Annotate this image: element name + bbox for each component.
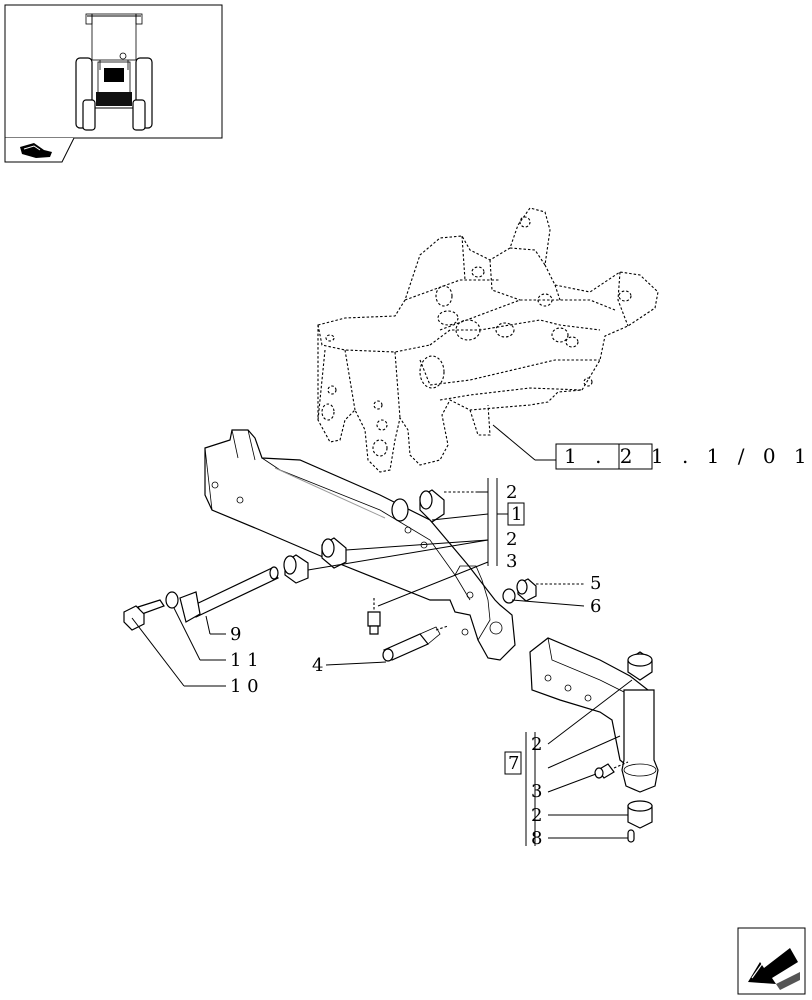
pivot-pin — [179, 566, 279, 623]
bushing-lower — [283, 554, 309, 584]
next-page-button[interactable] — [737, 927, 806, 995]
stud-pin — [382, 625, 449, 662]
washer-small — [502, 588, 516, 604]
callout-8: 8 — [531, 828, 542, 849]
tractor-front-view-icon — [75, 13, 153, 131]
washer — [165, 591, 179, 609]
callout-1: 1 — [511, 504, 522, 525]
callout-5: 5 — [590, 573, 601, 594]
next-page-arrow-icon — [748, 948, 800, 990]
callout-3-upper: 3 — [506, 551, 517, 572]
callout-10: 1 0 — [230, 676, 259, 697]
callout-9: 9 — [230, 624, 241, 645]
axle-support-casting — [317, 207, 659, 473]
bolt — [123, 599, 165, 631]
callout-2-bottom: 2 — [531, 805, 542, 826]
callout-7-box — [504, 751, 522, 775]
callout-7: 7 — [508, 753, 519, 774]
pivot-arm-assembly — [529, 637, 659, 843]
bushing-small — [516, 578, 537, 602]
front-support-bracket — [204, 429, 516, 661]
callout-4: 4 — [312, 655, 323, 676]
callout-2-upper: 2 — [506, 482, 517, 503]
callout-1-box — [507, 502, 525, 526]
callout-6: 6 — [590, 596, 601, 617]
callout-leaders — [131, 478, 633, 846]
callout-2-lower: 2 — [531, 734, 542, 755]
callout-3-lower: 3 — [531, 781, 542, 802]
reference-label: 1 . 2 1 . 1 / 0 1 — [564, 444, 812, 468]
callout-2-middle: 2 — [506, 529, 517, 550]
grease-fitting-upper — [367, 598, 381, 635]
callout-11: 1 1 — [230, 650, 259, 671]
section-tab — [4, 137, 75, 163]
tractor-thumbnail — [4, 4, 223, 139]
reference-callout: 1 . 2 1 . 1 / 0 1 — [492, 424, 812, 470]
bushing-upper — [419, 489, 445, 523]
hand-pointer-icon — [20, 143, 52, 158]
bushing-middle — [321, 537, 347, 569]
